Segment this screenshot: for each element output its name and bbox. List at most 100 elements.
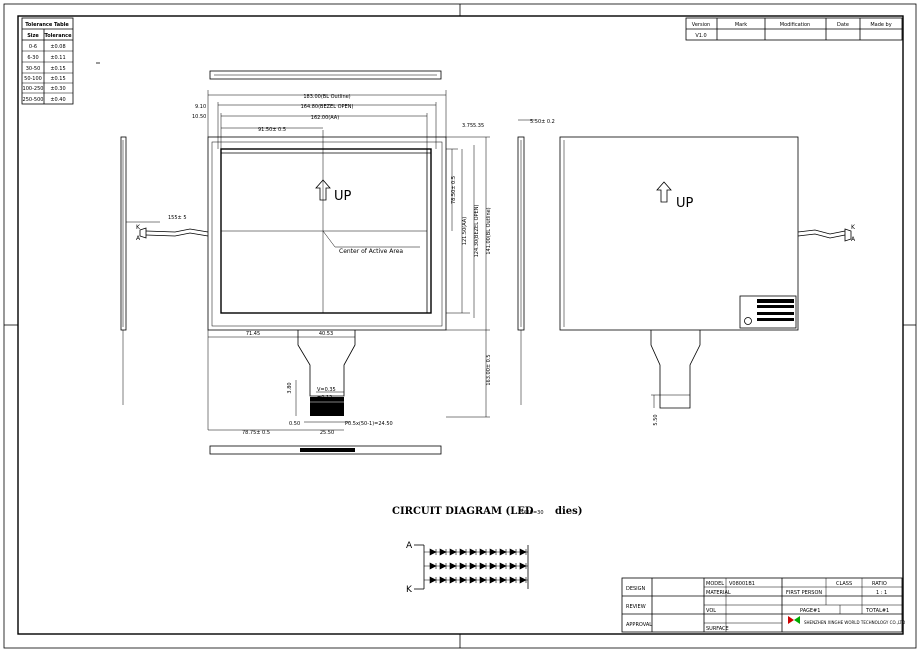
tb-approval: APPROVAL <box>626 622 652 628</box>
dim-bezel-height: 124.30(BEZEL OPEN) <box>474 205 480 258</box>
left-led-wire <box>145 228 209 233</box>
fpc-tail <box>297 330 356 397</box>
led-diode-icon <box>479 562 487 570</box>
revision-header: Mark <box>735 22 747 28</box>
tb-review: REVIEW <box>626 604 646 610</box>
tb-design: DESIGN <box>626 586 646 592</box>
tolerance-cell: 6-30 <box>27 55 38 61</box>
tb-material: MATERIAL <box>706 590 731 596</box>
tb-first-person: FIRST PERSON <box>786 590 822 596</box>
led-diode-icon <box>499 562 507 570</box>
led-diode-icon <box>459 548 467 556</box>
circuit-title-dies: 3X10=30 <box>520 510 544 516</box>
tb-surface: SURFACE <box>706 626 729 632</box>
dim-fpc-height: 3.80 <box>287 382 293 393</box>
top-edge-view <box>209 70 442 80</box>
dim-bottom-left: 78.75± 0.5 <box>242 430 270 436</box>
dim-fpc-left: 71.45 <box>246 331 260 337</box>
dim-fpc-width: 40.53 <box>319 331 333 337</box>
tolerance-cell: 250-500 <box>23 97 44 103</box>
tolerance-header-tol: Tolerance <box>44 33 72 39</box>
revision-header: Made by <box>870 22 891 28</box>
front-view: UP Center of Active Area 183.00(BL Outli… <box>192 90 492 436</box>
tb-model: MODEL <box>706 581 724 587</box>
dim-outline-width: 183.00(BL Outline) <box>303 94 350 100</box>
led-diode-icon <box>449 562 457 570</box>
circuit-title-end: dies) <box>555 506 583 517</box>
tolerance-cell: 30-50 <box>26 66 41 72</box>
dim-center-x: 91.50± 0.5 <box>258 127 286 133</box>
bottom-edge-view <box>209 445 442 455</box>
led-diode-icon <box>429 548 437 556</box>
revision-header: Modification <box>780 22 810 28</box>
circuit-title: CIRCUIT DIAGRAM (LED <box>392 506 534 517</box>
led-diode-icon <box>499 548 507 556</box>
led-diode-icon <box>489 576 497 584</box>
led-diode-icon <box>509 562 517 570</box>
dim-pitch: P0.5x(50-1)=24.50 <box>345 421 393 427</box>
right-led-connector <box>844 228 852 242</box>
led-diode-icon <box>469 576 477 584</box>
dim-aa-height: 121.50(AA) <box>462 217 468 245</box>
tolerance-cell: ±0.11 <box>50 55 65 61</box>
led-diode-icon <box>519 562 527 570</box>
back-fpc-tail <box>650 330 701 409</box>
title-block: DESIGN REVIEW APPROVAL MODEL V08001B1 MA… <box>621 577 905 633</box>
led-diode-icon <box>439 548 447 556</box>
revision-header: Date <box>837 22 849 28</box>
led-diode-icon <box>439 562 447 570</box>
led-diode-icon <box>429 576 437 584</box>
dim-right-1: 3.75 <box>462 123 473 129</box>
tb-company: SHENZHEN XINGHE WORLD TECHNOLOGY CO.,LTD <box>804 620 905 625</box>
led-diode-icon <box>459 562 467 570</box>
led-diode-icon <box>429 562 437 570</box>
led-diode-icon <box>519 576 527 584</box>
led-array <box>424 548 528 584</box>
tolerance-cell: 0-6 <box>29 44 37 50</box>
label-logo-icon <box>744 317 752 325</box>
front-up-label: UP <box>334 189 352 204</box>
led-diode-icon <box>509 548 517 556</box>
tolerance-cell: 50-100 <box>24 76 42 82</box>
dim-left-2: 10.50 <box>192 114 206 120</box>
circuit-label-k: K <box>406 585 413 595</box>
led-diode-icon <box>469 562 477 570</box>
dim-total-height: 163.00± 0.5 <box>486 354 492 385</box>
tb-model-value: V08001B1 <box>729 581 755 587</box>
dim-bezel-width: 164.80(BEZEL OPEN) <box>301 104 354 110</box>
tolerance-cell: ±0.15 <box>50 66 65 72</box>
led-diode-icon <box>479 576 487 584</box>
dim-outline-height: 141.00(BL Outline) <box>486 207 492 254</box>
back-label-a: A <box>851 236 856 243</box>
tb-ratio: RATIO <box>872 581 887 587</box>
led-diode-icon <box>449 548 457 556</box>
dim-center-y: 78.50± 0.5 <box>451 176 457 204</box>
led-diode-icon <box>519 548 527 556</box>
tolerance-table: Tolerance Table Size Tolerance 0-6 ±0.08… <box>21 17 74 105</box>
company-logo-icon <box>788 616 800 624</box>
revision-header: Version <box>692 22 710 28</box>
dim-aa-width: 162.00(AA) <box>311 115 339 121</box>
tolerance-cell: ±0.08 <box>50 44 65 50</box>
dim-back-thickness: 5.50± 0.2 <box>530 119 555 125</box>
dim-back-fpc: 5.50 <box>653 414 659 425</box>
back-view: UP K A 5.50 <box>559 136 856 426</box>
led-diode-icon <box>469 548 477 556</box>
dim-side-thickness: 155± 5 <box>168 215 187 221</box>
revision-table: Version Mark Modification Date Made by V… <box>685 17 903 41</box>
product-label <box>739 295 797 329</box>
led-diode-icon <box>479 548 487 556</box>
back-label-k: K <box>851 224 856 231</box>
left-led-connector <box>139 227 147 239</box>
tb-vol: VOL <box>706 608 716 614</box>
tolerance-cell: ±0.30 <box>50 86 65 92</box>
circuit-diagram: CIRCUIT DIAGRAM (LED 3X10=30 dies) A K <box>392 506 583 595</box>
right-led-wire <box>797 229 846 235</box>
dim-050: 0.50 <box>289 421 300 427</box>
center-of-active-area-label: Center of Active Area <box>339 248 403 255</box>
led-diode-icon <box>439 576 447 584</box>
tb-class: CLASS <box>836 581 852 587</box>
tolerance-cell: 100-250 <box>23 86 44 92</box>
led-diode-icon <box>489 562 497 570</box>
